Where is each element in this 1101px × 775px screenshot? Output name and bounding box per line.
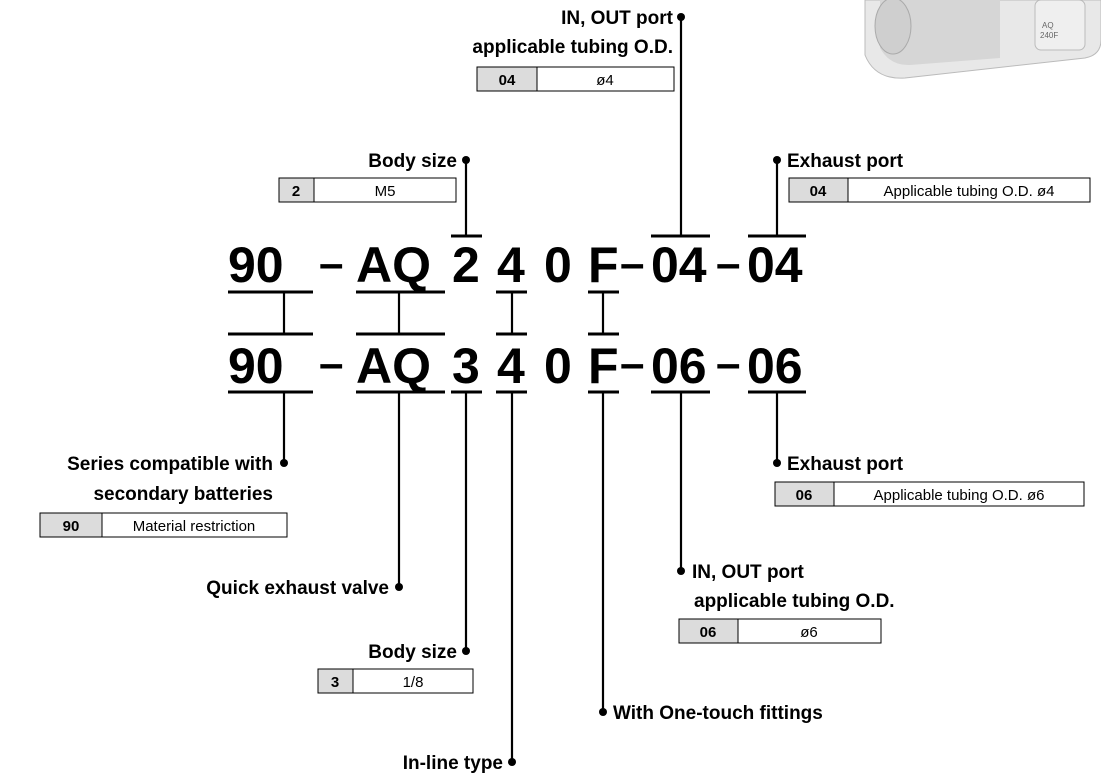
label-exhaust-top: Exhaust port (787, 151, 904, 172)
callout-body-size-top: Body size 2 M5 (278, 151, 470, 236)
code1-fitting: F (588, 237, 619, 293)
label-series-1: Series compatible with (67, 454, 273, 475)
code1-port: 04 (651, 237, 707, 293)
label-in-out-top-1: IN, OUT port (561, 8, 674, 29)
code2-digit: 0 (544, 338, 572, 394)
code1-digit: 0 (544, 237, 572, 293)
table-body-size-top-key: 2 (292, 183, 300, 200)
code1-body: 2 (452, 237, 480, 293)
code1-exhaust: 04 (747, 237, 803, 293)
label-exhaust-bottom: Exhaust port (787, 454, 904, 475)
callout-quick-exhaust: Quick exhaust valve (206, 392, 403, 599)
table-exhaust-top-value: Applicable tubing O.D. ø4 (884, 183, 1055, 200)
code2-series: 90 (228, 338, 284, 394)
label-quick-exhaust: Quick exhaust valve (206, 578, 389, 599)
table-series-value: Material restriction (133, 518, 256, 535)
label-body-size-bottom: Body size (368, 642, 457, 663)
code2-exhaust: 06 (747, 338, 803, 394)
table-series-key: 90 (63, 518, 80, 535)
table-in-out-bottom-value: ø6 (800, 624, 818, 641)
callout-series: Series compatible with secondary batteri… (39, 392, 288, 538)
callout-in-out-bottom: IN, OUT port applicable tubing O.D. 06 ø… (677, 392, 895, 644)
label-in-out-top-2: applicable tubing O.D. (472, 37, 673, 58)
table-exhaust-top-key: 04 (810, 183, 827, 200)
model-code-row-1: 90 – AQ 2 4 0 F – 04 – 04 (228, 237, 803, 293)
callout-body-size-bottom: Body size 3 1/8 (317, 392, 474, 694)
table-body-size-bottom-key: 3 (331, 674, 339, 691)
table-exhaust-bottom-key: 06 (796, 487, 813, 504)
code1-dash-1: – (319, 239, 343, 288)
label-one-touch: With One-touch fittings (613, 703, 823, 724)
table-in-out-top-key: 04 (499, 72, 516, 89)
table-in-out-bottom-key: 06 (700, 624, 717, 641)
label-in-line: In-line type (403, 753, 503, 774)
table-exhaust-bottom-value: Applicable tubing O.D. ø6 (874, 487, 1045, 504)
row-connectors (282, 292, 605, 334)
table-body-size-bottom-value: 1/8 (403, 674, 424, 691)
code2-port: 06 (651, 338, 707, 394)
product-marking-2: 240F (1040, 31, 1058, 40)
code2-body: 3 (452, 338, 480, 394)
code1-dash-3: – (716, 239, 740, 288)
code1-type: 4 (497, 237, 525, 293)
callout-one-touch: With One-touch fittings (599, 392, 823, 724)
code2-dash-2: – (620, 339, 644, 388)
product-marking-1: AQ (1042, 21, 1054, 30)
code1-series: 90 (228, 237, 284, 293)
code1-valve: AQ (356, 237, 431, 293)
callout-exhaust-bottom: Exhaust port 06 Applicable tubing O.D. ø… (773, 392, 1085, 507)
model-code-row-2: 90 – AQ 3 4 0 F – 06 – 06 (228, 338, 803, 394)
code2-dash-3: – (716, 339, 740, 388)
label-body-size-top: Body size (368, 151, 457, 172)
code2-valve: AQ (356, 338, 431, 394)
label-in-out-bottom-1: IN, OUT port (692, 562, 805, 583)
code2-fitting: F (588, 338, 619, 394)
callout-in-line: In-line type (403, 392, 516, 774)
label-in-out-bottom-2: applicable tubing O.D. (694, 591, 895, 612)
callout-in-out-top: IN, OUT port applicable tubing O.D. 04 ø… (472, 8, 685, 236)
label-series-2: secondary batteries (93, 484, 273, 505)
code2-dash-1: – (319, 339, 343, 388)
table-body-size-top-value: M5 (375, 183, 396, 200)
code1-dash-2: – (620, 239, 644, 288)
table-in-out-top-value: ø4 (596, 72, 614, 89)
callout-exhaust-top: Exhaust port 04 Applicable tubing O.D. ø… (773, 151, 1091, 236)
product-photo: AQ 240F (864, 0, 1101, 79)
code2-type: 4 (497, 338, 525, 394)
